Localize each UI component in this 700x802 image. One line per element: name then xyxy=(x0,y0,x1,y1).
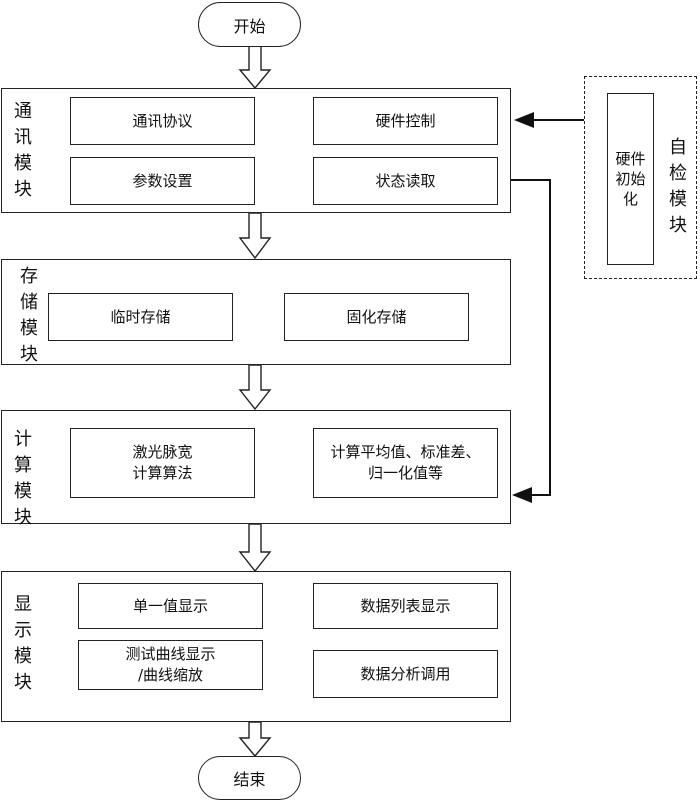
start-node: 开始 xyxy=(198,2,301,47)
status-read-box: 状态读取 xyxy=(313,157,498,205)
data-analysis-box: 数据分析调用 xyxy=(313,650,498,698)
persistent-storage-box: 固化存储 xyxy=(284,293,469,341)
pulse-width-algorithm-box: 激光脉宽 计算算法 xyxy=(70,428,255,498)
curve-display-box: 测试曲线显示 /曲线缩放 xyxy=(78,640,263,690)
param-settings-box: 参数设置 xyxy=(70,157,255,205)
single-value-display-box: 单一值显示 xyxy=(78,583,263,629)
storage-module-title: 存储模块 xyxy=(20,266,38,365)
comm-protocol-box: 通讯协议 xyxy=(70,97,255,145)
compute-module-title: 计算模块 xyxy=(14,429,32,528)
hollow-arrow-start-to-comm xyxy=(238,45,272,90)
data-list-display-box: 数据列表显示 xyxy=(313,583,498,629)
hollow-arrow-compute-to-display xyxy=(238,523,272,573)
hollow-arrow-storage-to-compute xyxy=(238,364,272,411)
arrow-status-to-compute xyxy=(497,179,551,503)
comm-module-title: 通讯模块 xyxy=(14,101,32,200)
temp-storage-box: 临时存储 xyxy=(48,293,233,341)
display-module-title: 显示模块 xyxy=(14,594,32,693)
statistics-box: 计算平均值、标准差、 归一化值等 xyxy=(313,428,498,498)
hollow-arrow-display-to-end xyxy=(238,721,272,758)
hollow-arrow-comm-to-storage xyxy=(238,212,272,260)
end-node: 结束 xyxy=(198,756,301,800)
hardware-init-box: 硬件 初始 化 xyxy=(607,93,654,265)
selfcheck-module-title: 自检模块 xyxy=(669,137,687,236)
hardware-control-box: 硬件控制 xyxy=(313,97,498,145)
